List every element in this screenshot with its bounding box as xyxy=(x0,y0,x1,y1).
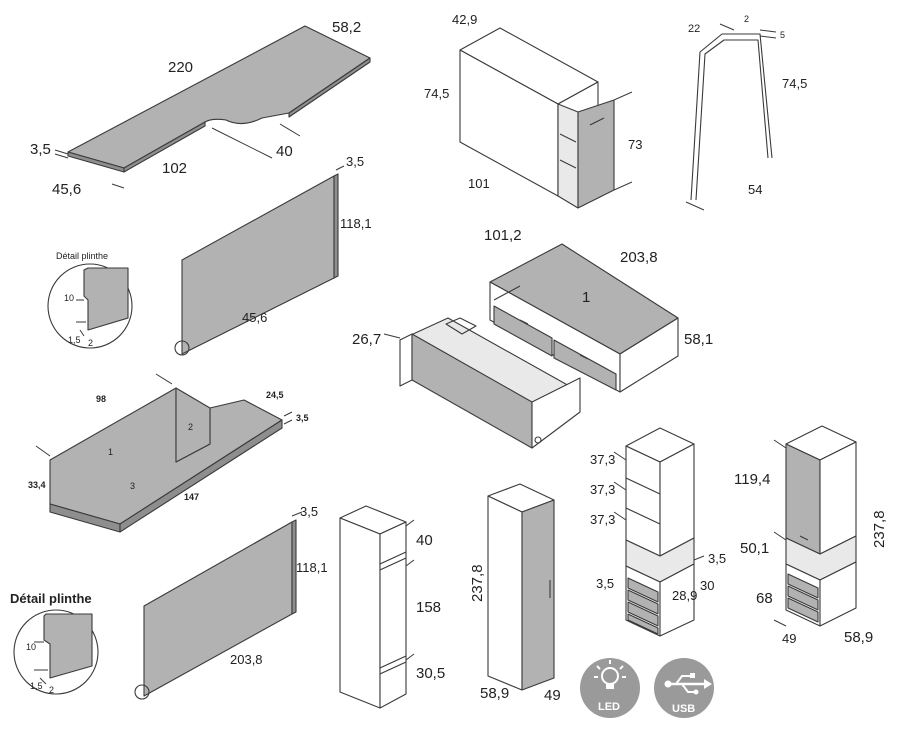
desk-width-left-label: 45,6 xyxy=(52,181,81,198)
plinth-large-a-label: 1,5 xyxy=(30,681,43,691)
a-frame-leg: 22 2 5 74,5 54 xyxy=(685,14,807,211)
desk-top: 220 58,2 3,5 45,6 102 40 xyxy=(30,19,371,198)
wardrobe: 237,8 58,9 49 xyxy=(469,483,561,704)
side-panel-height-label: 118,1 xyxy=(340,216,372,231)
tall-cabinet-niche-label: 50,1 xyxy=(740,540,769,557)
shelf-tower-width-label: 30 xyxy=(700,578,714,593)
shelf-tower-depth-label: 28,9 xyxy=(672,588,697,603)
bed-top-number: 1 xyxy=(582,289,590,306)
bed-length-label: 203,8 xyxy=(620,249,658,266)
desk-caisson: 42,9 74,5 101 73 xyxy=(424,12,642,209)
corner-shelf-width-label: 98 xyxy=(96,394,106,404)
usb-icon xyxy=(664,673,712,695)
desk-cutout-depth-label: 40 xyxy=(276,143,293,160)
caisson-depth-label: 42,9 xyxy=(452,12,477,27)
tall-cabinet-width-label: 58,9 xyxy=(844,629,873,646)
plinth-large-b-label: 2 xyxy=(49,685,54,695)
caisson-width-label: 101 xyxy=(468,176,490,191)
plinth-large-title: Détail plinthe xyxy=(10,591,92,606)
frame-top-b-label: 2 xyxy=(744,14,749,24)
wardrobe-height-label: 237,8 xyxy=(469,564,486,602)
desk-cutout-length-label: 102 xyxy=(162,160,187,177)
back-panel-width-label: 203,8 xyxy=(230,652,263,667)
desk-length-label: 220 xyxy=(168,59,193,76)
underbed-drawer: 26,7 xyxy=(352,317,581,449)
side-panel-thickness-label: 3,5 xyxy=(346,154,364,169)
frame-depth-label: 54 xyxy=(748,182,762,197)
shelf-tower-s2-label: 37,3 xyxy=(590,482,615,497)
led-badge-label: LED xyxy=(598,701,620,713)
bed-height-label: 58,1 xyxy=(684,331,713,348)
desk-depth-right-label: 58,2 xyxy=(332,19,361,36)
corner-shelf: 98 24,5 3,5 33,4 147 1 2 3 xyxy=(28,373,309,533)
shelf-tower-s1-label: 37,3 xyxy=(590,452,615,467)
corner-shelf-height-label: 33,4 xyxy=(28,480,46,490)
desk-thickness-label: 3,5 xyxy=(30,141,51,158)
plinth-detail-large: Détail plinthe 10 1,5 2 xyxy=(10,591,99,695)
open-column: 40 158 30,5 xyxy=(339,505,445,709)
side-panel-width-label: 45,6 xyxy=(242,310,267,325)
open-column-top-label: 40 xyxy=(416,532,433,549)
caisson-drawer-height-label: 73 xyxy=(628,137,642,152)
plinth-small-a-label: 1,5 xyxy=(68,335,81,345)
corner-shelf-thickness-label: 3,5 xyxy=(296,413,309,423)
frame-height-label: 74,5 xyxy=(782,76,807,91)
wardrobe-width-label: 58,9 xyxy=(480,685,509,702)
back-panel-height-label: 118,1 xyxy=(296,560,328,575)
usb-badge-label: USB xyxy=(672,703,695,715)
shelf-tower-s3-label: 37,3 xyxy=(590,512,615,527)
plinth-small-b-label: 2 xyxy=(88,338,93,348)
shelf-tower-t2-label: 3,5 xyxy=(596,576,614,591)
corner-shelf-panel-2: 2 xyxy=(188,422,193,432)
shelf-tower-t1-label: 3,5 xyxy=(708,551,726,566)
back-panel: 3,5 118,1 203,8 xyxy=(134,504,328,700)
frame-top-c-label: 5 xyxy=(780,30,785,40)
corner-shelf-length-label: 147 xyxy=(184,492,199,502)
corner-shelf-panel-1: 1 xyxy=(108,447,113,457)
bed-base: 101,2 203,8 1 58,1 xyxy=(484,227,713,393)
open-column-middle-label: 158 xyxy=(416,599,441,616)
corner-shelf-panel-3: 3 xyxy=(130,481,135,491)
caisson-height-label: 74,5 xyxy=(424,86,449,101)
side-panel: 3,5 118,1 45,6 xyxy=(174,154,372,356)
back-panel-thickness-label: 3,5 xyxy=(300,504,318,519)
tall-cabinet-top-label: 119,4 xyxy=(734,471,770,488)
tall-cabinet-total-label: 237,8 xyxy=(871,510,888,548)
plinth-detail-small: Détail plinthe 10 1,5 2 xyxy=(47,251,133,349)
wardrobe-depth-label: 49 xyxy=(544,687,561,704)
bulb-icon xyxy=(594,660,626,689)
tall-cabinet-depth-label: 49 xyxy=(782,631,796,646)
plinth-small-title: Détail plinthe xyxy=(56,251,108,261)
bed-width-label: 101,2 xyxy=(484,227,522,244)
plinth-large-h-label: 10 xyxy=(26,642,36,652)
plinth-small-h-label: 10 xyxy=(64,293,74,303)
shelf-tower: 37,3 37,3 37,3 3,5 3,5 28,9 30 xyxy=(590,427,726,637)
open-column-bottom-label: 30,5 xyxy=(416,665,445,682)
led-badge: LED xyxy=(580,658,640,718)
tall-cabinet: 119,4 50,1 68 237,8 49 58,9 xyxy=(734,425,888,646)
frame-top-a-label: 22 xyxy=(688,23,700,35)
corner-shelf-return-label: 24,5 xyxy=(266,390,284,400)
drawer-height-label: 26,7 xyxy=(352,331,381,348)
tall-cabinet-bottom-label: 68 xyxy=(756,590,773,607)
usb-badge: USB xyxy=(654,658,714,718)
